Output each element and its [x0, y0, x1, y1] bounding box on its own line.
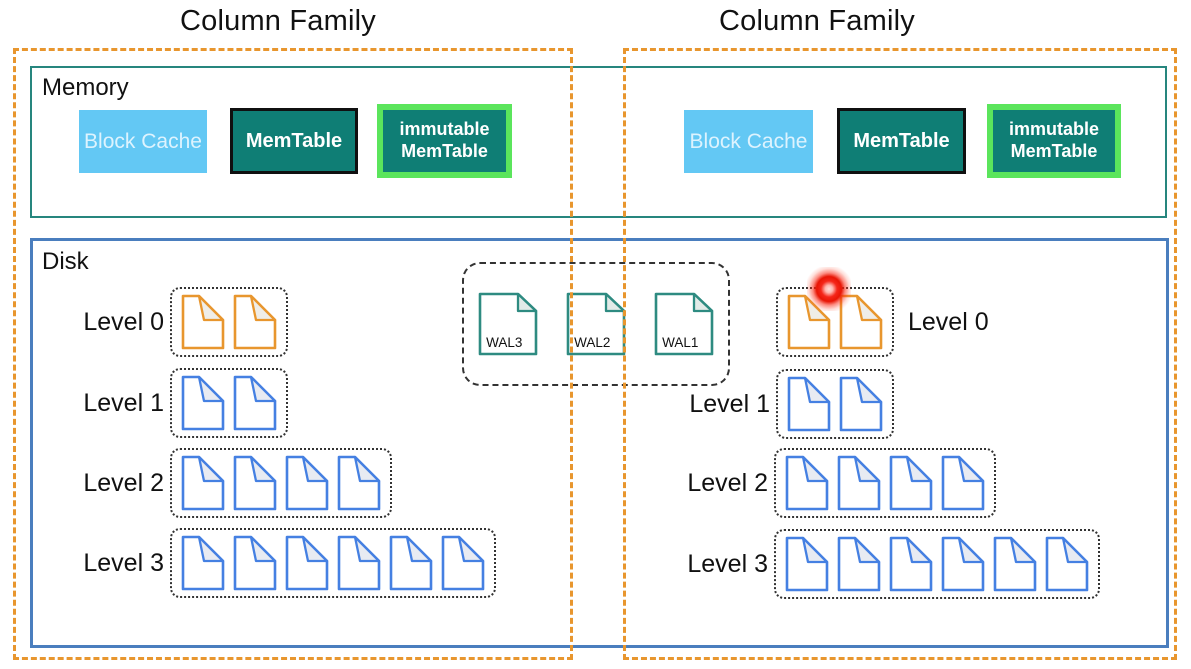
sst-file-icon	[839, 376, 883, 432]
block-cache-right: Block Cache	[684, 110, 813, 173]
sst-file-icon	[941, 455, 985, 511]
sst-file-icon	[181, 455, 225, 511]
memtable-right: MemTable	[837, 108, 966, 174]
level-label: Level 3	[83, 548, 164, 577]
level-row: Level 0	[58, 287, 288, 357]
memory-label: Memory	[42, 74, 129, 101]
column-family-title-right: Column Family	[719, 5, 915, 37]
block-cache-label: Block Cache	[689, 129, 808, 153]
sst-file-icon	[181, 535, 225, 591]
wal-file-icon	[566, 292, 626, 356]
sst-file-group	[774, 448, 996, 518]
wal-file: WAL3	[477, 291, 539, 357]
block-cache-label: Block Cache	[84, 129, 202, 153]
level-row: Level 3	[662, 529, 1100, 599]
sst-file-icon	[233, 535, 277, 591]
memtable-left: MemTable	[230, 108, 358, 174]
level-row: Level 0	[776, 267, 989, 357]
memtable-label: MemTable	[245, 129, 343, 152]
sst-file-group	[170, 528, 496, 598]
level-label: Level 1	[83, 388, 164, 417]
memory-container	[30, 66, 1167, 218]
sst-file-group	[170, 448, 392, 518]
sst-file-icon	[285, 455, 329, 511]
sst-file-icon	[389, 535, 433, 591]
level-label: Level 3	[687, 549, 768, 578]
level-label: Level 0	[908, 307, 989, 336]
wal-file: WAL1	[653, 291, 715, 357]
sst-file-icon	[839, 294, 883, 350]
sst-file-group	[170, 368, 288, 438]
level-row: Level 3	[58, 528, 496, 598]
level-label: Level 0	[83, 307, 164, 336]
disk-label: Disk	[42, 248, 89, 275]
immutable-memtable-left: immutable MemTable	[377, 104, 512, 178]
immutable-memtable-label: immutable MemTable	[399, 119, 490, 161]
sst-file-icon	[285, 535, 329, 591]
immutable-memtable-label: immutable MemTable	[1008, 119, 1100, 161]
sst-file-icon	[337, 535, 381, 591]
wal-file-icon	[654, 292, 714, 356]
immutable-memtable-right: immutable MemTable	[987, 104, 1121, 178]
sst-file-group	[170, 287, 288, 357]
sst-file-icon	[941, 536, 985, 592]
wal-file-label: WAL2	[574, 335, 611, 350]
sst-file-icon	[337, 455, 381, 511]
wal-group: WAL3 WAL2 WAL1	[462, 262, 730, 386]
level-label: Level 2	[83, 468, 164, 497]
wal-file: WAL2	[565, 291, 627, 357]
sst-file-icon	[889, 455, 933, 511]
highlight-dot-icon	[807, 267, 851, 311]
sst-file-icon	[837, 536, 881, 592]
level-row: Level 1	[58, 368, 288, 438]
sst-file-group	[774, 529, 1100, 599]
sst-file-icon	[837, 455, 881, 511]
sst-file-group	[776, 369, 894, 439]
sst-file-icon	[889, 536, 933, 592]
sst-file-icon	[181, 375, 225, 431]
sst-file-icon	[181, 294, 225, 350]
sst-file-icon	[993, 536, 1037, 592]
memtable-label: MemTable	[853, 129, 950, 152]
wal-file-label: WAL1	[662, 335, 699, 350]
level-row: Level 2	[58, 448, 392, 518]
sst-file-icon	[785, 536, 829, 592]
sst-file-group	[776, 267, 894, 357]
sst-file-icon	[233, 375, 277, 431]
sst-file-icon	[441, 535, 485, 591]
sst-file-icon	[1045, 536, 1089, 592]
column-family-title-left: Column Family	[180, 5, 376, 37]
sst-file-icon	[233, 455, 277, 511]
wal-file-label: WAL3	[486, 335, 523, 350]
sst-file-icon	[787, 376, 831, 432]
block-cache-left: Block Cache	[79, 110, 207, 173]
level-label: Level 2	[687, 468, 768, 497]
wal-file-icon	[478, 292, 538, 356]
sst-file-icon	[233, 294, 277, 350]
sst-file-icon	[785, 455, 829, 511]
level-label: Level 1	[689, 389, 770, 418]
level-row: Level 2	[662, 448, 996, 518]
level-row: Level 1	[664, 369, 894, 439]
